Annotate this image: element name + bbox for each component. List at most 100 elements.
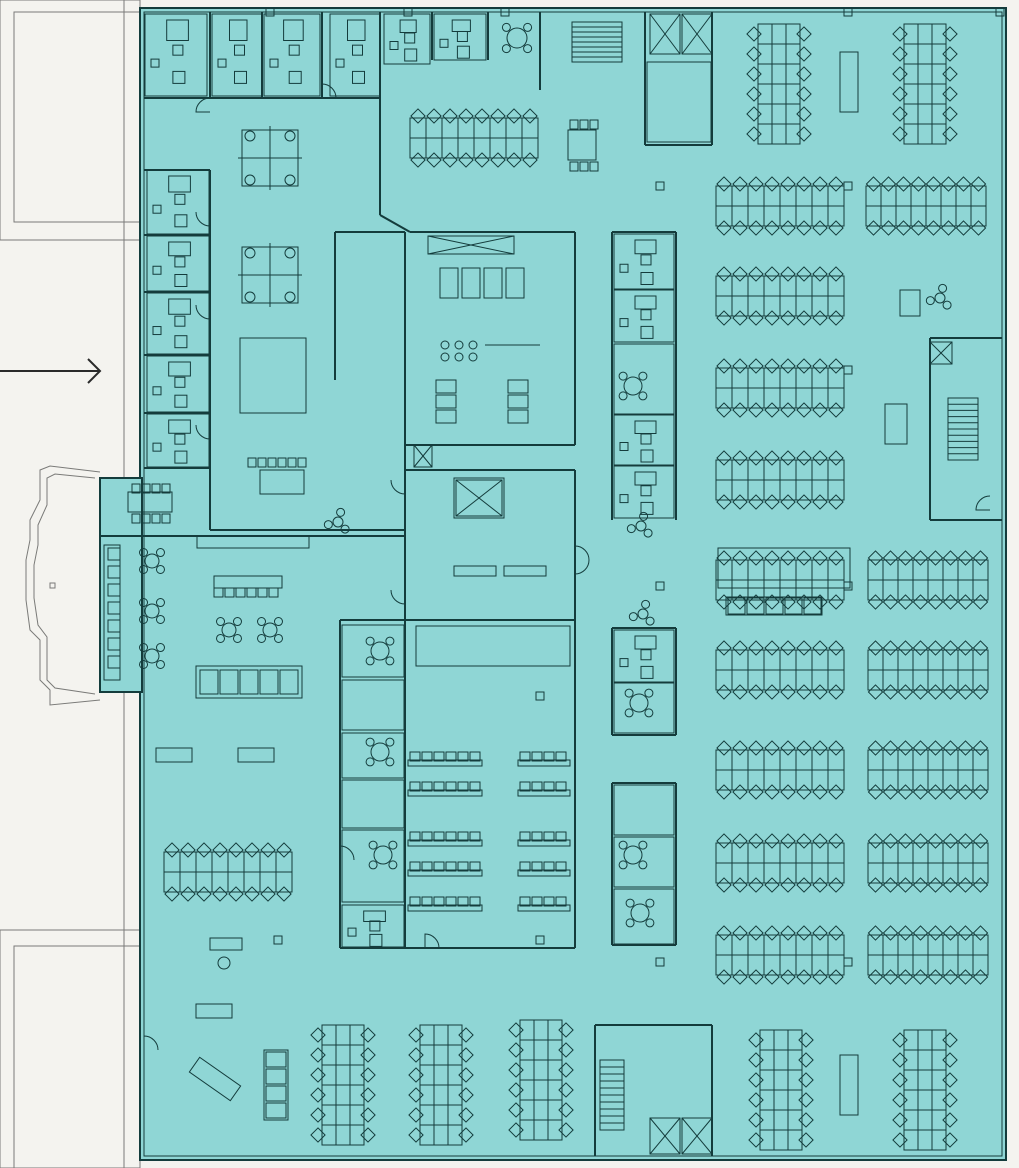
desk-west-1 (155, 747, 193, 763)
shaft-cross (929, 341, 953, 365)
desk-chair (867, 877, 884, 893)
table-side-3 (625, 898, 655, 928)
printer-station (209, 937, 243, 951)
desk-chair (892, 26, 908, 42)
desk-chair (942, 969, 959, 985)
desk-chair (716, 784, 732, 800)
desk-chair (716, 494, 732, 510)
desk-chair (972, 550, 989, 566)
south-column-5 (508, 1019, 574, 1141)
desk-chair (764, 877, 780, 893)
side-meeting-1 (613, 343, 675, 415)
desk-chair (942, 784, 959, 800)
desk-chair (212, 842, 228, 858)
chair (388, 840, 398, 850)
table-top (934, 292, 946, 304)
desk-chair (780, 925, 796, 941)
east-row-a1 (715, 266, 845, 326)
desk-chair (508, 1082, 524, 1098)
desk-chair (458, 1027, 474, 1043)
east-row-a3 (715, 450, 845, 510)
training-chairs-left (409, 896, 481, 907)
guest-chair (619, 263, 629, 273)
chair (404, 32, 416, 44)
seat (519, 896, 531, 907)
desk-chair (897, 640, 914, 656)
chair (644, 708, 654, 718)
desk-chair (828, 402, 844, 418)
desk (168, 361, 191, 377)
desk-chair (972, 594, 989, 610)
shaft-cross (649, 13, 681, 55)
chair (638, 840, 648, 850)
desk-chair (867, 684, 884, 700)
desk (168, 298, 191, 315)
chair (174, 376, 186, 388)
desk-chair (796, 176, 812, 192)
chair (640, 309, 652, 321)
desk-chair (880, 220, 897, 236)
exterior-block-top (0, 0, 141, 241)
chair (523, 44, 533, 54)
desk-chair (716, 450, 732, 466)
desk-chair (780, 450, 796, 466)
desk-chair (780, 833, 796, 849)
desk-chair (910, 220, 927, 236)
east-row-c4 (715, 925, 845, 985)
desk-chair (780, 550, 796, 566)
seat (457, 896, 469, 907)
table-top (370, 742, 390, 762)
table-top (635, 520, 647, 532)
desk-chair (798, 1032, 814, 1048)
guest-chair (439, 38, 449, 48)
chair (365, 737, 375, 747)
desk-chair (426, 108, 442, 124)
desk-chair (972, 640, 989, 656)
desk-chair (746, 26, 762, 42)
desk-chair (942, 1092, 958, 1108)
side-table (404, 48, 418, 62)
desk-chair (940, 220, 957, 236)
pinwheel-clusters (238, 126, 302, 307)
seat (445, 831, 457, 842)
desk-chair (746, 126, 762, 142)
chair (640, 485, 652, 497)
desk-chair (716, 640, 732, 656)
desk-chair (828, 684, 844, 700)
desk-chair (892, 1052, 908, 1068)
desk-chair (748, 1052, 764, 1068)
desk-chair (812, 550, 828, 566)
training-table-left (407, 759, 483, 767)
south-column-2 (892, 1029, 958, 1151)
south-column-3 (310, 1024, 376, 1146)
desk-chair (310, 1047, 326, 1063)
east-column-2 (892, 23, 958, 145)
desk-chair (748, 176, 764, 192)
structural-column (843, 581, 853, 591)
desk-chair (310, 1027, 326, 1043)
desk-chair (558, 1102, 574, 1118)
desk-chair (972, 833, 989, 849)
office-desk-set (152, 361, 191, 408)
desk-chair (522, 152, 538, 168)
door-swing-6 (390, 479, 406, 495)
training-chairs-right (519, 861, 567, 872)
desk-chair (796, 640, 812, 656)
desk-chair (458, 1067, 474, 1083)
storage-counter (196, 535, 310, 549)
desk-chair (812, 740, 828, 756)
structural-column (655, 581, 665, 591)
lobby-chair (746, 597, 765, 615)
chair (244, 130, 256, 142)
desk-chair (812, 877, 828, 893)
stair-north (571, 21, 623, 63)
desk-chair (867, 833, 884, 849)
desk-chair (764, 358, 780, 374)
chair (257, 633, 267, 643)
office-desk-set (152, 241, 191, 287)
seat (257, 457, 267, 468)
training-chairs-right (519, 781, 567, 792)
door-swing-2 (321, 83, 337, 99)
seat (543, 751, 555, 762)
desk-chair (780, 266, 796, 282)
